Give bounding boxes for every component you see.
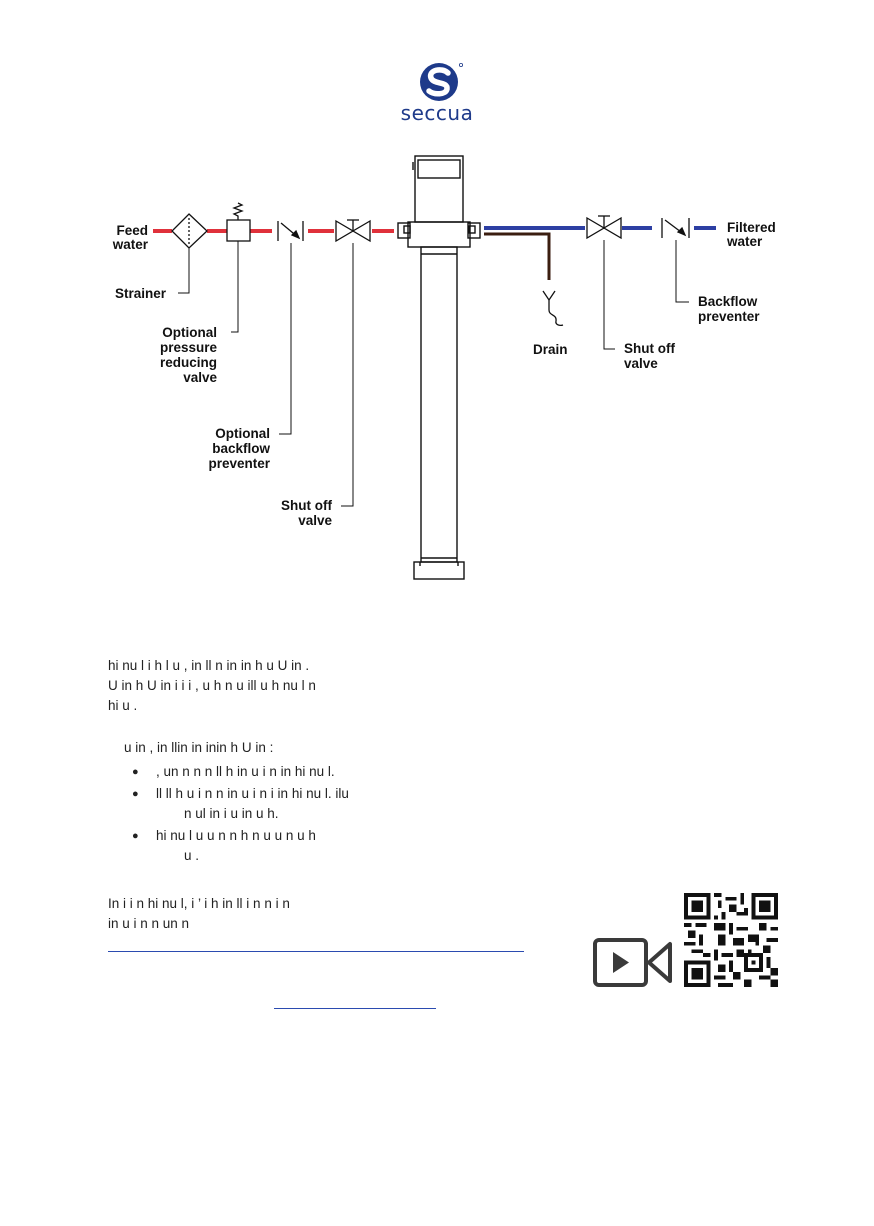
label-bfp-in-1: Optional xyxy=(215,426,270,441)
label-shutoff-in-1: Shut off xyxy=(281,498,332,513)
label-prv-2: pressure xyxy=(160,340,218,355)
filter-unit xyxy=(397,155,481,580)
qr-code[interactable] xyxy=(684,893,778,987)
video-section-text: In i i n hi nu l, i ’ i h in ll i n n i … xyxy=(108,894,578,934)
label-filtered-water-2: water xyxy=(726,234,763,249)
label-drain: Drain xyxy=(533,342,568,357)
drain-pipe xyxy=(484,232,551,280)
installation-diagram: Feed water Strainer Optional pressure re… xyxy=(112,155,776,580)
video-line-2: in u i n n un n xyxy=(108,916,190,931)
instruction-list: , un n n n ll h in u i n in hi nu l. ll … xyxy=(132,762,788,866)
label-prv-1: Optional xyxy=(162,325,217,340)
label-prv-3: reducing xyxy=(160,355,217,370)
label-shutoff-out-2: valve xyxy=(624,356,658,371)
pressure-reducing-valve-icon xyxy=(226,202,251,242)
label-bfp-in-2: backflow xyxy=(212,441,270,456)
brand-name: seccua xyxy=(400,101,474,125)
brand-logo xyxy=(390,60,494,126)
outlet-shutoff-valve-icon xyxy=(586,215,622,240)
label-filtered-water-1: Filtered xyxy=(727,220,776,235)
manual-body: hi nu l i h l u , in ll n in in h u U in… xyxy=(108,656,788,868)
intro-line-1: hi nu l i h l u , in ll n in in h u U in… xyxy=(108,658,310,673)
list-item: hi nu l u u n n h n u u n u hu . xyxy=(132,826,788,866)
leader-lines xyxy=(178,240,689,507)
intro-line-3: hi u . xyxy=(108,698,138,713)
label-shutoff-out-1: Shut off xyxy=(624,341,675,356)
label-strainer: Strainer xyxy=(115,286,167,301)
label-bfp-out-1: Backflow xyxy=(698,294,758,309)
list-item: ll ll h u i n n in u i n i in hi nu l. i… xyxy=(132,784,788,824)
list-item: , un n n n ll h in u i n in hi nu l. xyxy=(132,762,788,782)
inlet-shutoff-valve-icon xyxy=(335,219,371,243)
drain-icon xyxy=(542,290,564,327)
video-line-1: In i i n hi nu l, i ’ i h in ll i n n i … xyxy=(108,896,290,911)
label-shutoff-in-2: valve xyxy=(298,513,332,528)
outlet-backflow-preventer-icon xyxy=(661,218,690,238)
strainer-icon xyxy=(171,213,208,249)
video-camera-icon[interactable] xyxy=(592,936,674,990)
label-bfp-out-2: preventer xyxy=(698,309,760,324)
label-bfp-in-3: preventer xyxy=(208,456,270,471)
lead-line: u in , in llin in inin h U in : xyxy=(124,740,274,755)
video-link[interactable] xyxy=(108,951,524,952)
seccua-logo-icon xyxy=(420,63,464,101)
manual-link[interactable] xyxy=(274,1008,436,1009)
intro-line-2: U in h U in i i i , u h n u ill u h nu l… xyxy=(108,678,316,693)
label-feed-water-2: water xyxy=(112,237,149,252)
inlet-backflow-preventer-icon xyxy=(277,221,304,241)
label-prv-4: valve xyxy=(183,370,217,385)
label-feed-water-1: Feed xyxy=(116,223,148,238)
